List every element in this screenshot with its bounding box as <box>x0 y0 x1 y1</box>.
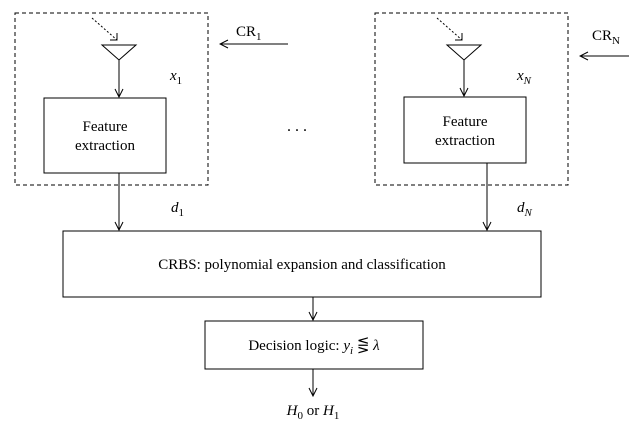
cr-right-dashed-box <box>374 12 569 186</box>
d1-label: d1 <box>171 200 184 219</box>
antenna-right-icon <box>445 44 483 61</box>
cr-right-label: CRN <box>592 28 620 47</box>
feature-extraction-left-box <box>43 97 167 174</box>
cr-left-dashed-box <box>14 12 209 186</box>
signal-left-label: x1 <box>169 68 182 87</box>
antenna-left-arrowhead <box>110 33 118 41</box>
crbs-box <box>62 230 542 298</box>
crbs-label: CRBS: polynomial expansion and classific… <box>158 257 446 273</box>
antenna-left-icon <box>100 44 138 61</box>
decision-logic-label: Decision logic: yi ⋚ λ <box>248 337 380 357</box>
signal-right-label: xN <box>516 68 532 87</box>
decision-logic-box <box>204 320 424 370</box>
dN-label: dN <box>517 200 533 219</box>
antenna-left-incoming-signal <box>91 17 118 41</box>
output-label: H0 or H1 <box>286 403 340 422</box>
feature-extraction-right-box <box>403 96 527 164</box>
antenna-right-arrowhead <box>455 33 463 41</box>
antenna-right-incoming-signal <box>436 17 463 41</box>
cr-left-label: CR1 <box>236 24 262 43</box>
ellipsis: . . . <box>287 118 307 135</box>
